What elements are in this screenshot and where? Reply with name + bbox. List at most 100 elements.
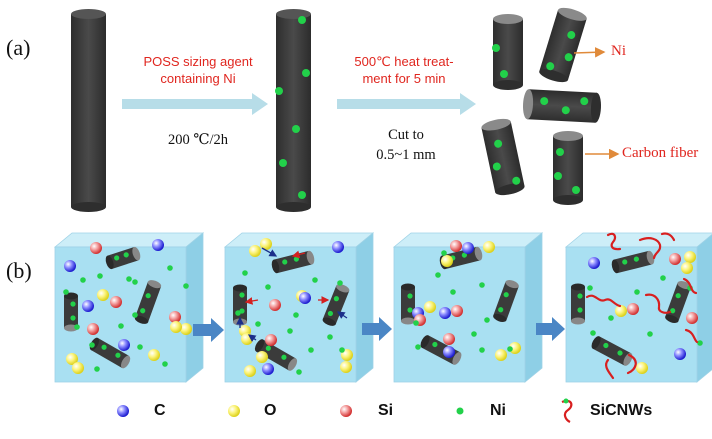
nickel-particle <box>660 275 666 281</box>
step2-cut-line2: 0.5~1 mm <box>376 147 436 163</box>
short-fiber-4 <box>481 118 525 196</box>
nanowire-icon <box>561 399 573 423</box>
nickel-particle <box>94 366 100 372</box>
nickel-particle <box>132 312 138 318</box>
nickel-particle <box>450 289 456 295</box>
nickel-particle <box>634 289 640 295</box>
nickel-particle <box>162 361 168 367</box>
silicon-atom <box>265 334 277 346</box>
short-fiber-3 <box>522 89 602 123</box>
carbon-atom <box>462 242 474 254</box>
nickel-particle <box>590 330 596 336</box>
matrix-fiber <box>401 283 415 325</box>
silicon-atom <box>451 305 463 317</box>
silicon-atom <box>669 253 681 265</box>
step1-condition-line1: POSS sizing agent <box>143 54 253 69</box>
ni-callout-arrow <box>573 47 606 58</box>
oxygen-atom <box>244 365 256 377</box>
oxygen-atom <box>66 353 78 365</box>
nickel-particle <box>339 347 345 353</box>
oxygen-atom <box>97 289 109 301</box>
matrix-fiber <box>105 246 141 270</box>
nickel-particle <box>89 342 95 348</box>
carbon-atom <box>64 260 76 272</box>
nickel-particle <box>337 280 343 286</box>
legend-label-ni: Ni <box>490 402 506 419</box>
nickel-particle <box>167 265 173 271</box>
carbon-atom <box>439 307 451 319</box>
nickel-particle <box>479 347 485 353</box>
oxygen-atom <box>341 349 353 361</box>
step1-temperature: 200 ℃/2h <box>167 132 229 148</box>
oxygen-atom <box>72 362 84 374</box>
nickel-particle <box>242 270 248 276</box>
ni-callout-label: Ni <box>611 43 626 59</box>
nickel-particle <box>484 317 490 323</box>
nickel-particle <box>415 344 421 350</box>
legend-label-c: C <box>154 402 166 419</box>
nickel-particle <box>183 283 189 289</box>
reaction-cube-4 <box>564 232 712 383</box>
matrix-fiber <box>571 283 585 325</box>
nickel-particle <box>74 324 80 330</box>
nickel-particle <box>293 312 299 318</box>
nickel-particle <box>80 277 86 283</box>
step1-condition-line2: containing Ni <box>160 71 236 86</box>
matrix-fiber <box>89 337 131 369</box>
oxygen-atom <box>241 333 253 345</box>
oxygen-atom <box>249 245 261 257</box>
nickel-particle <box>441 250 447 256</box>
matrix-fiber <box>322 284 350 326</box>
oxygen-atom <box>424 301 436 313</box>
matrix-fiber <box>254 339 298 371</box>
nickel-particle <box>647 331 653 337</box>
nickel-particle <box>587 285 593 291</box>
oxygen-atom <box>170 321 182 333</box>
oxygen-atom <box>681 262 693 274</box>
nickel-particle <box>507 346 513 352</box>
nickel-particle <box>118 323 124 329</box>
nickel-particle <box>126 276 132 282</box>
silicon-atom <box>450 240 462 252</box>
nickel-particle <box>132 279 138 285</box>
oxygen-atom <box>441 255 453 267</box>
step2-condition-line1: 500℃ heat treat- <box>354 54 454 69</box>
sicnw-nanowire <box>660 232 676 242</box>
carbon-fiber-callout-label: Carbon fiber <box>622 145 699 161</box>
nickel-particle <box>312 277 318 283</box>
silicon-atom <box>443 333 455 345</box>
oxygen-atom <box>636 362 648 374</box>
silicon-atom <box>686 312 698 324</box>
carbon-atom <box>674 348 686 360</box>
nickel-particle <box>63 289 69 295</box>
matrix-fiber <box>271 250 315 274</box>
stage-arrow-3 <box>536 317 565 341</box>
carbon-atom <box>588 257 600 269</box>
oxygen-atom <box>180 323 192 335</box>
nickel-particle <box>287 328 293 334</box>
carbon-atom <box>118 339 130 351</box>
nickel-particle <box>479 282 485 288</box>
nickel-particle <box>255 321 261 327</box>
nickel-particle <box>308 347 314 353</box>
carbon-atom <box>262 363 274 375</box>
sicnw-nanowire <box>644 293 672 314</box>
matrix-fiber <box>611 250 655 274</box>
silicon-atom <box>90 242 102 254</box>
sicnw-nanowire <box>626 353 637 375</box>
reaction-cube-3 <box>392 232 544 383</box>
short-fiber-2 <box>539 7 587 83</box>
oxygen-atom-icon <box>228 405 240 417</box>
nickel-particle <box>413 320 419 326</box>
carbon-atom-icon <box>117 405 129 417</box>
nickel-particle <box>97 273 103 279</box>
reaction-cube-2 <box>223 232 375 383</box>
silicon-atom-icon <box>340 405 352 417</box>
carbon-atom <box>152 239 164 251</box>
short-fiber-5 <box>553 131 583 205</box>
nickel-particle <box>137 344 143 350</box>
silicon-atom <box>87 323 99 335</box>
nickel-particle <box>435 272 441 278</box>
oxygen-atom <box>260 238 272 250</box>
